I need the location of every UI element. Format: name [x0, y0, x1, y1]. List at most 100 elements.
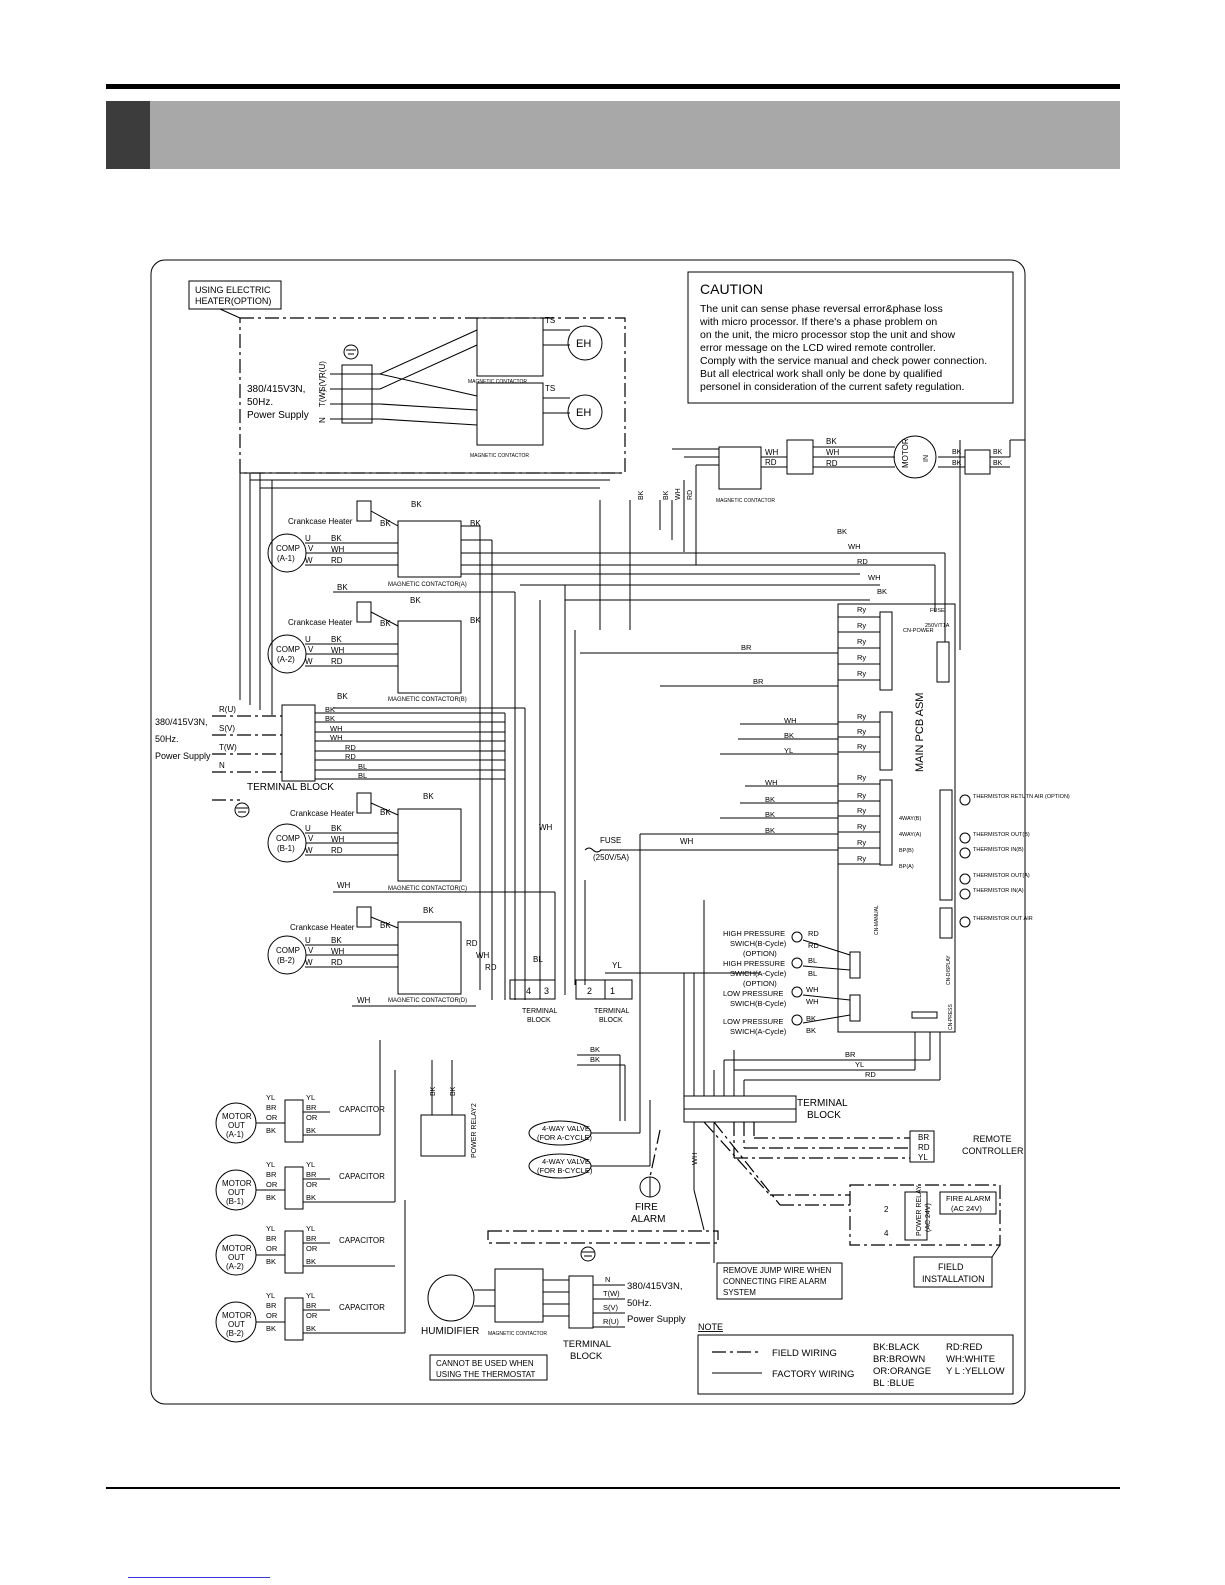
contactor-label: MAGNETIC CONTACTOR(C): [388, 886, 467, 892]
wire-label: BK: [765, 810, 775, 819]
wire-label: BR: [306, 1301, 317, 1310]
wire-label: BK: [380, 921, 391, 930]
contactor-label: MAGNETIC CONTACTOR: [716, 498, 775, 504]
caution-line: with micro processor. If there's a phase…: [699, 316, 937, 328]
wire-label: U: [305, 534, 311, 543]
wire-label: WH: [331, 947, 345, 956]
terminal-number: 1: [610, 986, 615, 996]
motor-label: MOTOR: [222, 1179, 252, 1188]
pcb-output-label: 4WAY(B): [899, 816, 921, 822]
wire-label: W: [305, 958, 313, 967]
wire-label: BK: [663, 490, 670, 500]
caution-line: error message on the LCD wired remote co…: [700, 342, 936, 354]
power-relay-label: POWER RELAY: [916, 1185, 923, 1236]
thermistor-label: THERMISTOR IN(A): [973, 888, 1024, 894]
legend-color: OR:ORANGE: [873, 1366, 931, 1377]
wire-label: BK: [306, 1257, 316, 1266]
field-installation-label: INSTALLATION: [922, 1274, 985, 1284]
wire-label: BK: [826, 437, 837, 446]
thermistor-label: THERMISTOR OUT(B): [973, 832, 1030, 838]
contactor-label: MAGNETIC CONTACTOR: [470, 453, 529, 459]
wire-label: BR: [266, 1234, 277, 1243]
wire-label: RD: [345, 752, 356, 761]
magnetic-contactor-c: [397, 808, 462, 882]
motor-id: (B-1): [226, 1197, 244, 1206]
wire-label: OR: [306, 1244, 318, 1253]
legend-color: BK:BLACK: [873, 1342, 920, 1353]
indoor-fan-section: MAGNETIC CONTACTOR WH RD BK WH RD MOTOR …: [638, 435, 1025, 504]
wire-label: BK: [877, 587, 887, 596]
fuse: FUSE (250V/5A) WH: [584, 836, 694, 862]
wire-label: WH: [680, 837, 694, 846]
four-way-valves: 4-WAY VALVE (FOR A-CYCLE) 4-WAY VALVE (F…: [528, 834, 651, 1179]
pcb-fuse-rating: 250V/T1A: [925, 623, 950, 629]
relay-label: Ry: [857, 806, 866, 815]
wire-label: W: [305, 657, 313, 666]
compressor-a2: Crankcase Heater COMP (A-2) MAGNETIC CON…: [267, 601, 467, 703]
jump-wire-note: CONNECTING FIRE ALARM: [723, 1277, 827, 1286]
wire-label: BL: [358, 762, 367, 771]
motor-label: OUT: [228, 1188, 245, 1197]
caution-title: CAUTION: [700, 281, 763, 297]
phase-label: N: [318, 417, 327, 423]
switch-label: (OPTION): [743, 949, 777, 958]
wire-label: BK: [765, 826, 775, 835]
wire-label: V: [308, 834, 314, 843]
heater-supply-label: 50Hz.: [247, 397, 273, 408]
wire-label: WH: [784, 716, 797, 725]
wire-label: YL: [266, 1160, 275, 1169]
compressor-b1-icon: [267, 823, 307, 863]
fuse-rating: (250V/5A): [593, 853, 629, 862]
power-relay-label: (AC 24V): [925, 1203, 932, 1232]
heater-field-box: [239, 317, 626, 474]
power-relay-2: POWER RELAY2 BK BK: [420, 1060, 478, 1158]
wire-label: BK: [306, 1324, 316, 1333]
wire-label: BK: [306, 1193, 316, 1202]
main-supply-label: 50Hz.: [155, 734, 179, 744]
motor-label: OUT: [228, 1253, 245, 1262]
wire-label: WH: [331, 835, 345, 844]
wire-label: YL: [266, 1291, 275, 1300]
wire-label: BK: [331, 936, 342, 945]
capacitor-label: CAPACITOR: [339, 1105, 385, 1114]
motor-label: MOTOR: [222, 1112, 252, 1121]
comp-id: (A-2): [277, 655, 295, 664]
terminal-block-43: 4 3 TERMINAL BLOCK BL: [509, 955, 558, 1024]
relay-label: Ry: [857, 621, 866, 630]
wire-label: YL: [784, 746, 793, 755]
wire-label: WH: [330, 733, 343, 742]
remote-label: CONTROLLER: [962, 1146, 1024, 1156]
wire-label: BK: [450, 1086, 457, 1096]
fire-alarm-box-label: FIRE ALARM: [946, 1194, 991, 1203]
wire-label: RD: [345, 743, 356, 752]
wire-label: WH: [765, 778, 778, 787]
relay-label: Ry: [857, 727, 866, 736]
main-terminal-block: [281, 704, 316, 782]
humidifier-contactor: [494, 1268, 544, 1323]
relay-label: Ry: [857, 637, 866, 646]
wire-label: BK: [423, 792, 434, 801]
wire-label: WH: [476, 951, 490, 960]
wire-label: YL: [306, 1160, 315, 1169]
wire-label: RD: [466, 939, 478, 948]
pcb-title: MAIN PCB ASM: [914, 693, 926, 772]
terminal-label: BLOCK: [527, 1017, 551, 1024]
wire-label: YL: [306, 1291, 315, 1300]
phase-label: S(V): [603, 1303, 619, 1312]
terminal-label: BLOCK: [570, 1351, 603, 1362]
wire-label: BK: [266, 1126, 276, 1135]
wire-label: BK: [410, 596, 421, 605]
phase-label: T(W): [219, 743, 237, 752]
motor-id: (A-2): [226, 1262, 244, 1271]
humidifier-note: USING THE THERMOSTAT: [436, 1370, 536, 1379]
caution-line: But all electrical work shall only be do…: [700, 368, 942, 380]
terminal-number: 4: [526, 986, 531, 996]
wire-label: BR: [918, 1133, 929, 1142]
legend-note: NOTE: [698, 1322, 723, 1332]
wire-label: OR: [266, 1244, 278, 1253]
wire-label: OR: [266, 1113, 278, 1122]
capacitor-label: CAPACITOR: [339, 1236, 385, 1245]
footer-link-underline[interactable]: [128, 1577, 270, 1578]
wire-label: RD: [765, 458, 777, 467]
motor-label: OUT: [228, 1121, 245, 1130]
